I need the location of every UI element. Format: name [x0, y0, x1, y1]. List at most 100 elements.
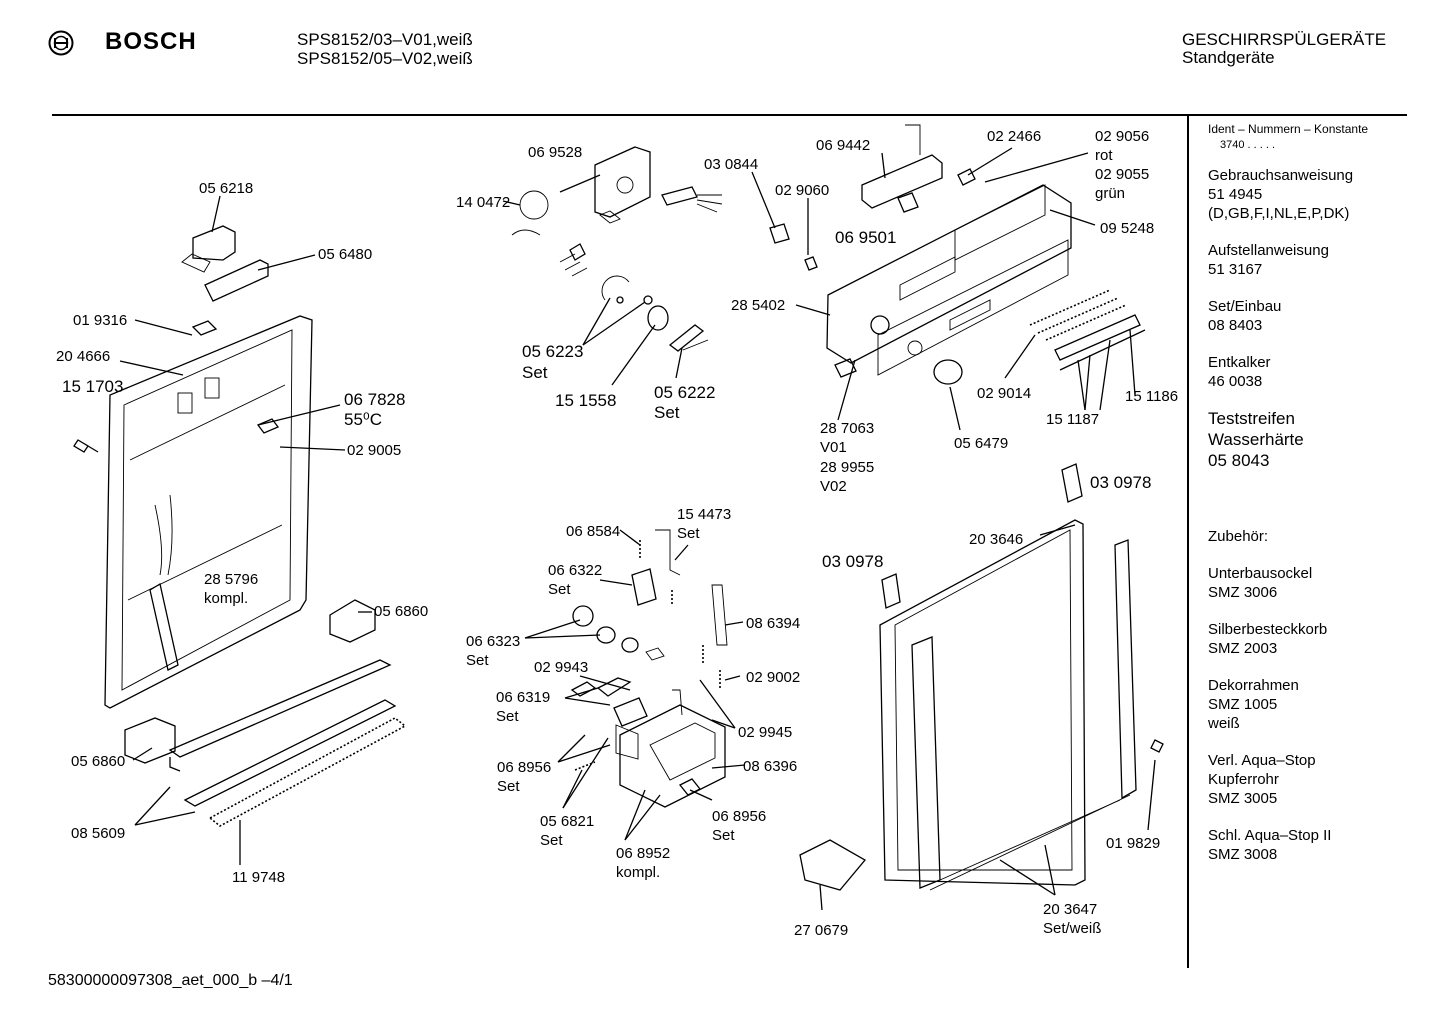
door-inner-panel-drawing [104, 315, 313, 709]
descaler-title: Entkalker [1208, 354, 1271, 371]
part-label-066322-note: Set [548, 581, 571, 598]
end-cap-056860-upper-drawing [329, 599, 376, 643]
part-label-154473-note: Set [677, 525, 700, 542]
part-label-029056: 02 9056 [1095, 128, 1150, 145]
part-label-068956-right-note: Set [712, 827, 735, 844]
part-label-056222-note: Set [654, 403, 680, 422]
bottom-rails-drawing [168, 659, 407, 827]
ident-value: 3740 . . . . . [1220, 139, 1276, 151]
cap-030978-lower-drawing [881, 573, 901, 609]
part-label-029943: 02 9943 [534, 659, 589, 676]
part-label-069528: 06 9528 [528, 144, 583, 161]
part-label-029945: 02 9945 [738, 724, 793, 741]
accessory-2-name: Silberbesteckkorb [1208, 621, 1328, 638]
part-label-030978-upper: 03 0978 [1090, 473, 1152, 492]
accessory-3-code: SMZ 1005 [1208, 696, 1278, 713]
part-label-119748: 11 9748 [232, 869, 286, 886]
install-title: Aufstellanweisung [1208, 242, 1329, 259]
part-label-029056-note: rot [1095, 147, 1113, 164]
door-frame-drawing [879, 519, 1137, 891]
part-label-095248: 09 5248 [1100, 220, 1155, 237]
document-id: 58300000097308_aet_000_b –4/1 [48, 972, 293, 989]
part-label-289955-note: V02 [820, 478, 847, 495]
part-label-289955: 28 9955 [820, 459, 875, 476]
end-cap-056860-lower-drawing [124, 717, 176, 764]
part-label-069501: 06 9501 [835, 228, 897, 247]
part-label-068956-left-note: Set [497, 778, 520, 795]
part-label-203646: 20 3646 [969, 531, 1024, 548]
ident-heading: Ident – Nummern – Konstante [1208, 122, 1369, 136]
part-label-066322: 06 6322 [548, 562, 603, 579]
part-label-030844: 03 0844 [704, 156, 759, 173]
connector-030844-drawing [769, 223, 790, 244]
part-label-029060: 02 9060 [775, 182, 830, 199]
part-label-056222: 05 6222 [654, 383, 716, 402]
part-label-056223-note: Set [522, 363, 548, 382]
part-label-029005: 02 9005 [347, 442, 402, 459]
part-label-066323: 06 6323 [466, 633, 521, 650]
spring-022466-drawing [957, 168, 976, 186]
part-label-067828-temp: 55⁰C [344, 410, 383, 429]
part-label-056821: 05 6821 [540, 813, 595, 830]
part-label-287063: 28 7063 [820, 420, 875, 437]
category-subtitle: Standgeräte [1182, 48, 1275, 67]
part-label-204666: 20 4666 [56, 348, 111, 365]
teststrips-line-1: Teststreifen [1208, 409, 1295, 428]
part-label-056479: 05 6479 [954, 435, 1009, 452]
part-label-019829: 01 9829 [1106, 835, 1161, 852]
part-label-056860-upper: 05 6860 [374, 603, 429, 620]
leader-lines [119, 147, 1156, 911]
button-069501-drawing [897, 192, 919, 213]
model-line-2: SPS8152/05–V02,weiß [297, 49, 473, 68]
part-label-285796-note: kompl. [204, 590, 249, 607]
button-row-drawing [1029, 289, 1146, 371]
part-label-151558: 15 1558 [555, 391, 617, 410]
control-panel-drawing [826, 184, 1072, 378]
part-label-285402: 28 5402 [731, 297, 786, 314]
part-label-203647: 20 3647 [1043, 901, 1098, 918]
manual-title: Gebrauchsanweisung [1208, 167, 1354, 184]
switch-block-069442-drawing [861, 154, 943, 209]
accessory-4-note: Kupferrohr [1208, 771, 1279, 788]
accessory-3-note: weiß [1208, 715, 1240, 732]
manual-number: 51 4945 [1208, 186, 1263, 203]
header-divider [52, 114, 1407, 116]
part-label-066319-note: Set [496, 708, 519, 725]
part-label-029002: 02 9002 [746, 669, 801, 686]
installset-title: Set/Einbau [1208, 298, 1282, 315]
part-label-068952-note: kompl. [616, 864, 661, 881]
clip-029060-drawing [804, 256, 818, 271]
part-label-154473: 15 4473 [677, 506, 732, 523]
sidebar-divider [1187, 116, 1189, 968]
part-label-029055: 02 9055 [1095, 166, 1150, 183]
motor-parts-drawing [601, 275, 709, 352]
part-label-085609: 08 5609 [71, 825, 126, 842]
part-label-067828: 06 7828 [344, 390, 406, 409]
accessory-4-code: SMZ 3005 [1208, 790, 1278, 807]
part-label-068956-right: 06 8956 [712, 808, 767, 825]
part-label-203647-note: Set/weiß [1043, 920, 1102, 937]
part-label-056218: 05 6218 [199, 180, 254, 197]
manual-languages: (D,GB,F,I,NL,E,P,DK) [1208, 205, 1350, 222]
bosch-logo-icon [48, 30, 74, 56]
part-label-140472: 14 0472 [456, 194, 511, 211]
part-label-030978-lower: 03 0978 [822, 552, 884, 571]
screw-151703-drawing [73, 439, 99, 453]
install-number: 51 3167 [1208, 261, 1263, 278]
part-label-270679: 27 0679 [794, 922, 849, 939]
part-label-151187: 15 1187 [1046, 411, 1100, 428]
cap-030978-upper-drawing [1061, 463, 1083, 503]
brand-name: BOSCH [105, 28, 197, 55]
accessories-heading: Zubehör: [1208, 528, 1269, 545]
accessory-5-name: Schl. Aqua–Stop II [1208, 827, 1332, 844]
part-label-056223: 05 6223 [522, 342, 584, 361]
part-label-068952: 06 8952 [616, 845, 671, 862]
installset-number: 08 8403 [1208, 317, 1263, 334]
accessory-1-name: Unterbausockel [1208, 565, 1313, 582]
knob-056479-drawing [933, 359, 963, 385]
descaler-number: 46 0038 [1208, 373, 1263, 390]
accessory-1-code: SMZ 3006 [1208, 584, 1278, 601]
program-selector-drawing [511, 146, 723, 277]
accessory-5-code: SMZ 3008 [1208, 846, 1278, 863]
part-label-019316: 01 9316 [73, 312, 128, 329]
